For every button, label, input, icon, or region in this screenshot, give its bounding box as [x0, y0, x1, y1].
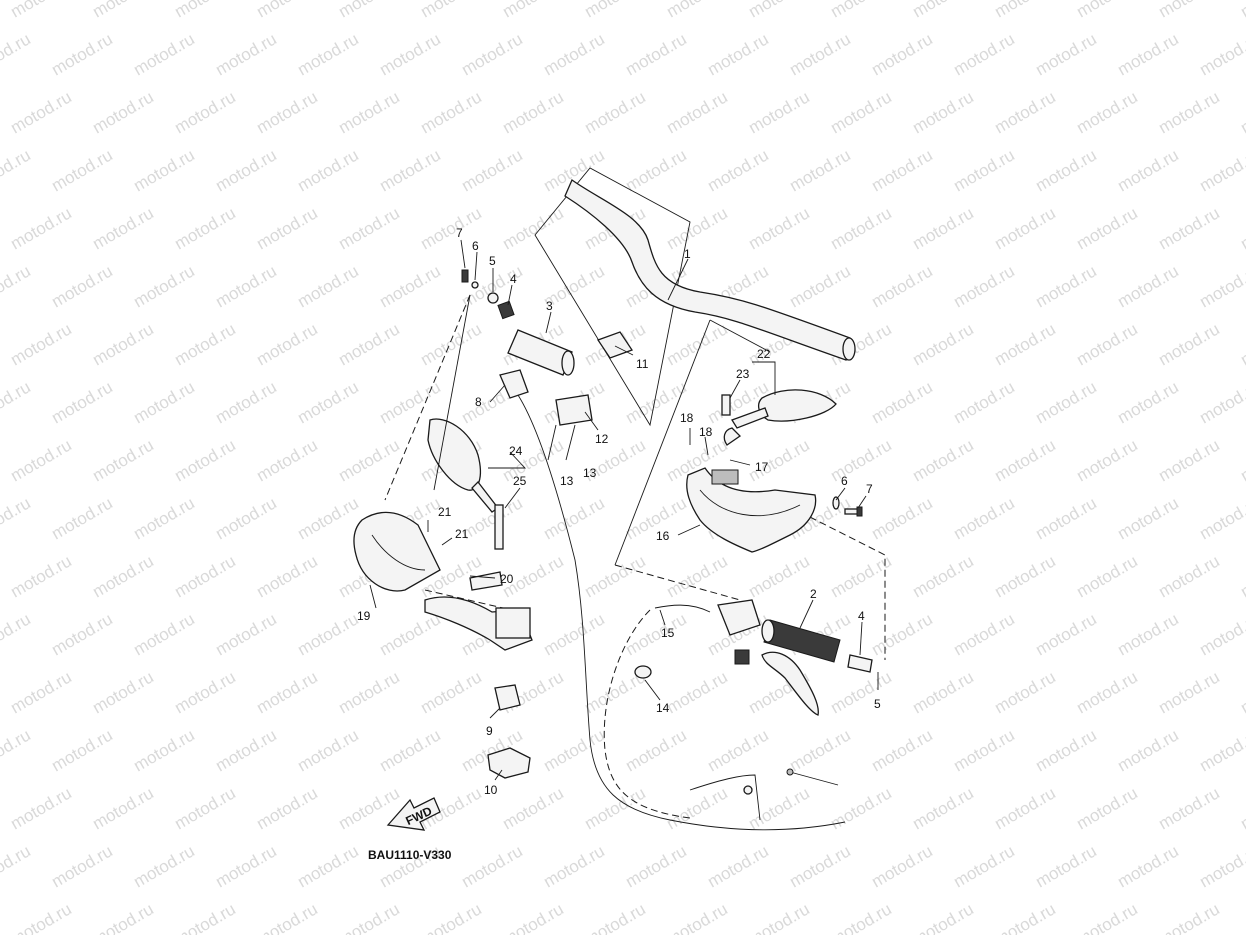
callout-24: 24: [509, 444, 523, 458]
callout-7-left: 7: [456, 226, 463, 240]
left-handguard: [353, 511, 441, 592]
callout-5-right: 5: [874, 697, 881, 711]
right-handguard: [686, 467, 817, 553]
callout-23: 23: [736, 367, 750, 381]
callout-6-right: 6: [841, 474, 848, 488]
callout-17: 17: [755, 460, 769, 474]
callout-25: 25: [513, 474, 527, 488]
left-lever-assembly: [424, 571, 533, 651]
callout-2: 2: [810, 587, 817, 601]
callout-10: 10: [484, 783, 498, 797]
right-grip-assembly: [717, 599, 873, 716]
callout-18a: 18: [680, 411, 694, 425]
callout-8: 8: [475, 395, 482, 409]
left-mirror: [427, 418, 504, 550]
callout-3: 3: [546, 299, 553, 313]
handlebar-part: [534, 167, 856, 427]
callout-13a: 13: [560, 474, 574, 488]
callout-9: 9: [486, 724, 493, 738]
callout-13b: 13: [583, 466, 597, 480]
callout-20: 20: [500, 572, 514, 586]
callout-labels: 1 2 3 4 4 5 5 6 6 7 7 8 9 10 11 12 13 13…: [357, 226, 881, 797]
callout-6-left: 6: [472, 239, 479, 253]
callout-14: 14: [656, 701, 670, 715]
callout-16: 16: [656, 529, 670, 543]
callout-15: 15: [661, 626, 675, 640]
callout-19: 19: [357, 609, 371, 623]
callout-18b: 18: [699, 425, 713, 439]
diagram-code: BAU1110-V330: [368, 848, 452, 862]
callout-1: 1: [684, 247, 691, 261]
callout-22: 22: [757, 347, 771, 361]
throttle-cable: [603, 604, 839, 821]
callout-12: 12: [595, 432, 609, 446]
callout-4-right: 4: [858, 609, 865, 623]
callout-4-left: 4: [510, 272, 517, 286]
right-mirror: [721, 389, 837, 446]
left-switch-cable: [499, 369, 846, 831]
right-bolts: [832, 496, 863, 517]
callout-7-right: 7: [866, 482, 873, 496]
left-grip-parts: [461, 269, 633, 461]
callout-5-left: 5: [489, 254, 496, 268]
callout-21b: 21: [455, 527, 469, 541]
small-parts: [487, 665, 753, 795]
callout-21a: 21: [438, 505, 452, 519]
callout-11: 11: [636, 357, 649, 371]
leader-lines: [369, 239, 879, 781]
fwd-arrow: FWD: [386, 797, 441, 831]
